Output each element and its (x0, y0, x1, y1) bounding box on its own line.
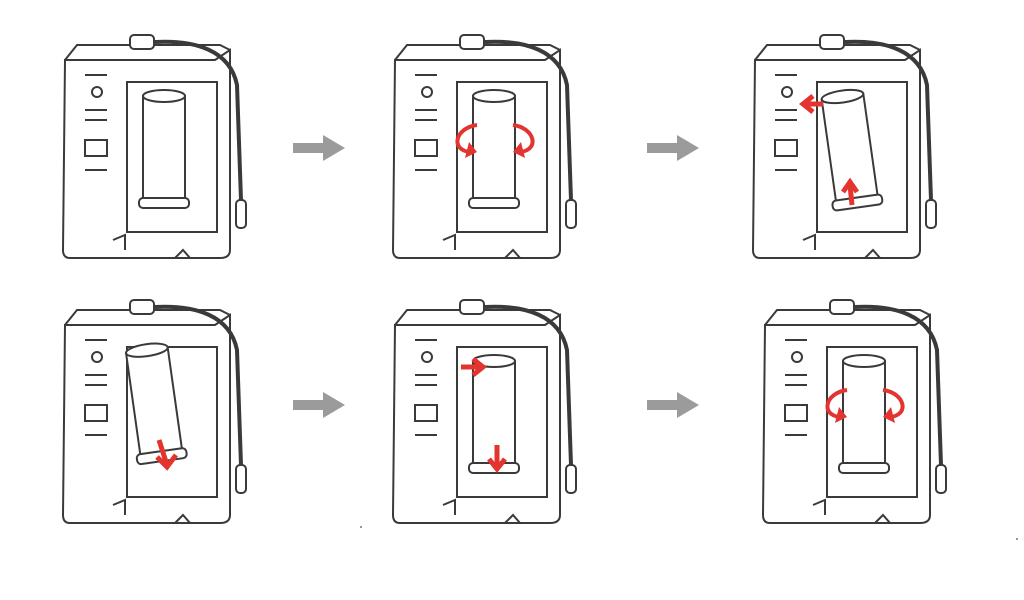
flow-arrow-2 (647, 135, 699, 161)
arrow-down-icon (155, 439, 178, 471)
step-3-water-ionizer (751, 34, 937, 259)
arrow-up-icon (840, 177, 860, 206)
step-5-water-ionizer (391, 299, 577, 524)
step-4-water-ionizer (61, 299, 247, 524)
rotate-arrows-icon (455, 123, 535, 158)
flow-arrow-4 (647, 392, 699, 418)
step-6-water-ionizer (761, 299, 947, 524)
filter-cartridge (138, 89, 190, 209)
filter-cartridge (838, 354, 890, 474)
filter-cartridge (820, 88, 884, 212)
arrow-down-icon (487, 445, 507, 474)
flow-arrow-1 (293, 135, 345, 161)
speck-mark (360, 526, 362, 528)
step-1-water-ionizer (61, 34, 247, 259)
filter-cartridge (468, 89, 520, 209)
step-2-water-ionizer (391, 34, 577, 259)
flow-arrow-3 (293, 392, 345, 418)
speck-mark (1016, 538, 1018, 540)
arrow-left-icon (798, 94, 823, 114)
rotate-arrows-icon (825, 388, 905, 423)
arrow-right-icon (461, 357, 488, 377)
